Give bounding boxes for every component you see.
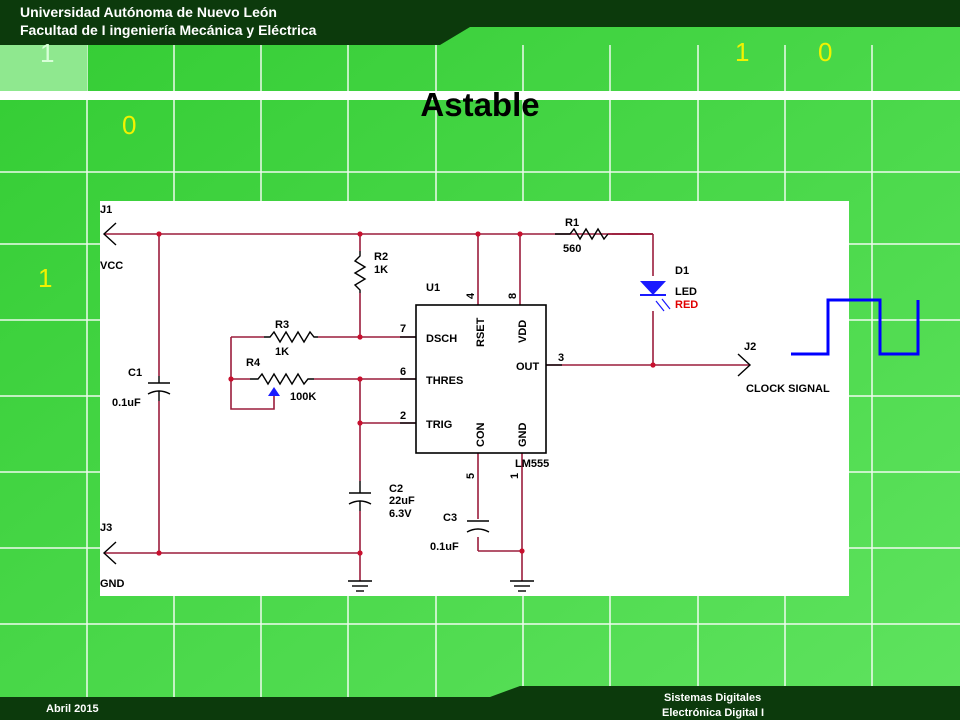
university-name: Universidad Autónoma de Nuevo León [20,4,277,20]
c3-value: 0.1uF [430,541,459,553]
r2-ref: R2 [374,251,388,263]
footer-date: Abril 2015 [46,703,99,715]
pin-label-reset: RSET [475,317,487,347]
bg-digit: 1 [735,37,750,67]
connector-j3-label: J3 [100,522,112,534]
c1-ref: C1 [128,367,142,379]
pin-label-out: OUT [516,361,540,373]
c2-ref: C2 [389,483,403,495]
r1-value: 560 [563,243,581,255]
d1-red-label: RED [675,299,698,311]
bg-digit: 1 [40,38,55,68]
pin-label-vdd: VDD [517,320,529,343]
ic-555-body [415,304,547,454]
pin-label-thres: THRES [426,375,463,387]
footer-bar [0,686,960,720]
ground-symbols [348,580,534,592]
c2-value: 22uF [389,495,415,507]
clock-signal-label: CLOCK SIGNAL [746,383,830,395]
c3-ref: C3 [443,512,457,524]
c2-voltage: 6.3V [389,508,412,520]
wire-junctions [156,231,656,556]
d1-ref: D1 [675,265,689,277]
clock-waveform-icon [791,298,920,356]
faculty-name: Facultad de I ingeniería Mecánica y Eléc… [20,22,317,38]
r3-value: 1K [275,346,289,358]
r4-value: 100K [290,391,316,403]
r1-ref: R1 [565,217,579,229]
pin-number: 7 [400,323,406,335]
ic-ref: U1 [426,282,440,294]
pin-label-trig: TRIG [426,419,452,431]
astable-schematic: J1 VCC J3 GND J2 CLOCK SIGNAL R1 560 R2 … [100,201,849,596]
r4-ref: R4 [246,357,261,369]
pin-label-gnd: GND [517,423,529,448]
header-bar [0,0,960,45]
pin-number: 5 [465,473,477,479]
pin-number: 1 [509,473,521,479]
footer-course-1: Sistemas Digitales [664,692,762,704]
r3-ref: R3 [275,319,289,331]
bg-digit: 1 [38,263,53,293]
d1-led-label: LED [675,286,697,298]
pin-number: 8 [507,293,519,299]
pin-label-con: CON [475,423,487,448]
pin-number: 3 [558,352,564,364]
connector-j2-label: J2 [744,341,756,353]
connector-arrows [102,222,752,565]
ic-part: LM555 [515,458,549,470]
pin-number: 4 [465,292,477,299]
pin-number: 6 [400,366,406,378]
vcc-label: VCC [100,260,123,272]
bg-digit: 0 [818,37,833,67]
connector-j1-label: J1 [100,204,112,216]
bg-digit: 0 [122,110,137,140]
gnd-label: GND [100,578,125,590]
c1-value: 0.1uF [112,397,141,409]
footer-course-2: Electrónica Digital I [662,707,765,719]
pin-label-dsch: DSCH [426,333,457,345]
r2-value: 1K [374,264,388,276]
slide-title: Astable [420,86,540,123]
pin-number: 2 [400,410,406,422]
